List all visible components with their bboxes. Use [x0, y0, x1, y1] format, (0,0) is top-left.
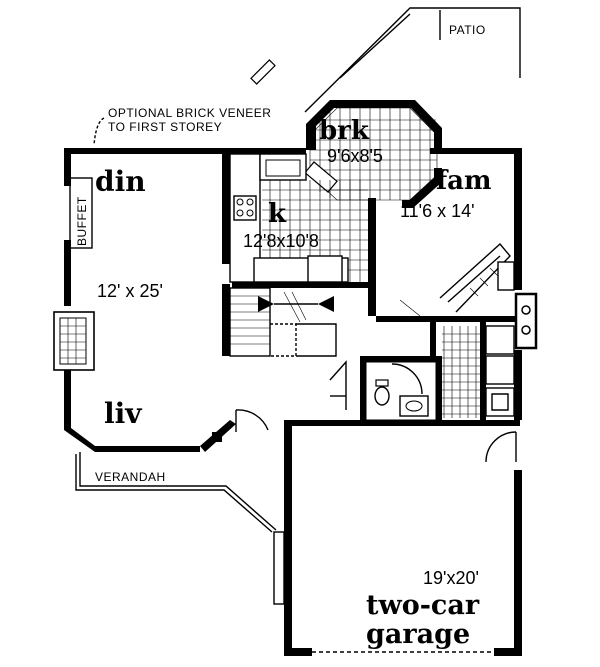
stairs: [229, 287, 337, 357]
garage-name-line1: two-car: [366, 590, 480, 621]
living-size: 12' x 25': [97, 281, 163, 301]
buffet-label: BUFFET: [75, 196, 89, 246]
breakfast-tile-grid: [310, 108, 437, 200]
windows: [92, 149, 519, 449]
kitchen-size: 12'8x10'8: [243, 231, 319, 251]
family-name: fam: [436, 166, 492, 196]
living-name: liv: [104, 397, 142, 430]
kitchen-name: k: [268, 199, 287, 229]
breakfast-name: brk: [319, 116, 370, 146]
patio-label: PATIO: [449, 23, 486, 37]
veneer-note-line2: TO FIRST STOREY: [108, 120, 222, 134]
veneer-note-line1: OPTIONAL BRICK VENEER: [108, 106, 271, 120]
breakfast-size: 9'6x8'5: [327, 146, 383, 166]
verandah: VERANDAH: [75, 452, 285, 605]
dining-name: din: [95, 165, 146, 198]
garage: 19'x20' two-car garage: [284, 420, 522, 656]
patio: PATIO: [304, 7, 521, 113]
dining-living: BUFFET din 12' x 25' liv: [75, 165, 269, 432]
laundry: [399, 299, 515, 418]
kitchen: k 12'8x10'8: [229, 153, 368, 283]
family-size: 11'6 x 14': [400, 201, 475, 221]
veneer-note: OPTIONAL BRICK VENEER TO FIRST STOREY: [93, 106, 271, 146]
garage-size: 19'x20': [423, 568, 479, 588]
hall-powder: [329, 360, 437, 421]
breakfast-nook: brk 9'6x8'5: [250, 59, 442, 208]
garage-name-line2: garage: [366, 619, 470, 650]
laundry-tile-grid: [399, 299, 480, 418]
verandah-label: VERANDAH: [95, 470, 166, 484]
family-room: fam 11'6 x 14': [400, 166, 515, 313]
